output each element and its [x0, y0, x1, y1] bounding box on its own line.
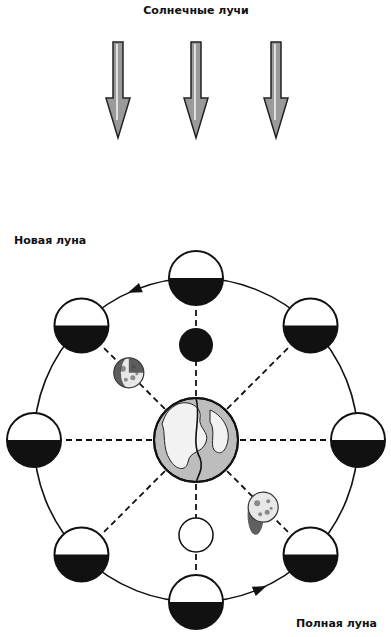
orbit-moon	[7, 413, 61, 467]
sight-line	[227, 471, 291, 535]
crescent-moon-view	[114, 358, 144, 388]
sun-ray-arrow	[184, 42, 208, 138]
sight-line	[227, 345, 291, 409]
earth-globe	[154, 398, 238, 482]
orbit-moon	[284, 528, 338, 582]
sun-rays-caption: Солнечные лучи	[141, 4, 251, 17]
orbit-moon	[284, 298, 338, 352]
orbit-circle	[34, 278, 358, 602]
sight-line	[101, 345, 165, 409]
full-moon-disc	[179, 518, 213, 552]
sun-ray-arrow	[106, 42, 130, 138]
orbit-moon	[169, 251, 223, 305]
orbit-moon	[169, 575, 223, 629]
full-moon-label: Полная луна	[294, 617, 379, 630]
orbit-direction-arrow	[252, 586, 267, 596]
new-moon-label: Новая луна	[12, 234, 88, 247]
new-moon-disc	[179, 328, 213, 362]
orbit-moon	[331, 413, 385, 467]
sight-line	[240, 439, 330, 441]
sight-line	[62, 439, 152, 441]
orbit-moon	[54, 528, 108, 582]
sight-line	[101, 471, 165, 535]
gibbous-moon-view	[248, 492, 279, 535]
orbit-direction-arrow	[128, 283, 143, 293]
sun-ray-arrow	[264, 42, 288, 138]
orbit-moon	[54, 298, 108, 352]
